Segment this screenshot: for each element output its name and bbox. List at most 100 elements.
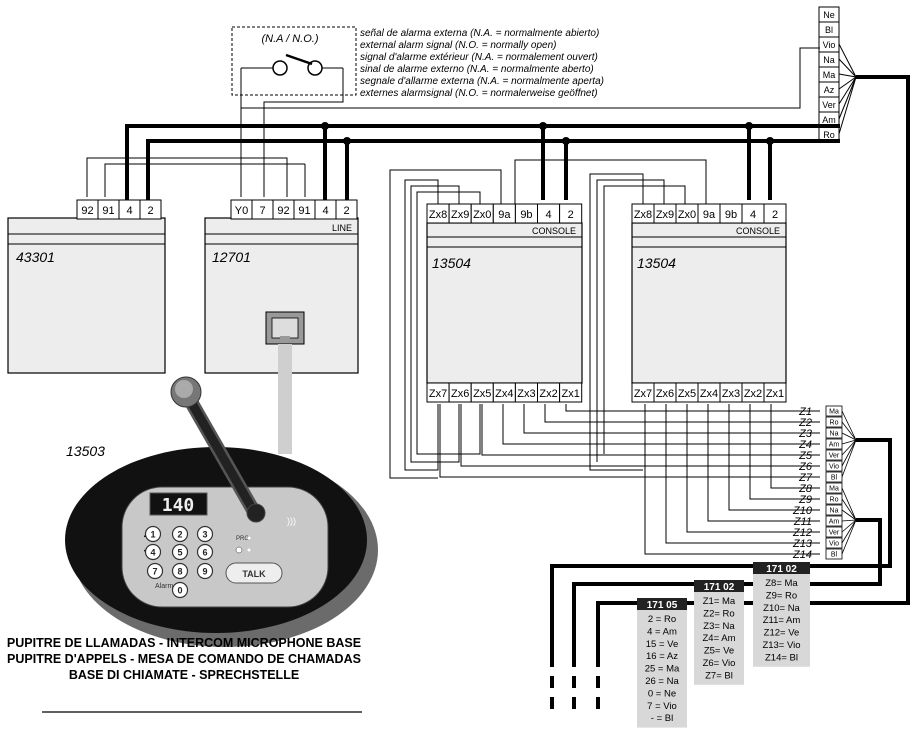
terminal-label: Zx7: [429, 388, 447, 400]
terminal-label: 9b: [725, 209, 737, 221]
cable-tag: [753, 562, 810, 574]
line-tag: LINE: [332, 223, 352, 233]
key-button[interactable]: [144, 543, 162, 561]
terminal-label: 2: [147, 205, 153, 217]
terminal: [763, 203, 787, 224]
terminal-label: 92: [277, 205, 289, 217]
cable-list-item: 25 = Ma: [645, 664, 680, 675]
terminal-label: Zx0: [473, 209, 491, 221]
zone-color-label: Vio: [829, 541, 839, 548]
talk-button[interactable]: [225, 562, 283, 584]
terminal-label: Zx1: [561, 388, 579, 400]
terminal: [335, 199, 358, 220]
key-label: 7: [152, 567, 157, 577]
zone-label: Z10: [792, 505, 813, 517]
cable-list-item: 16 = Az: [646, 651, 678, 662]
cable-list-item: 15 = Ve: [646, 639, 679, 650]
zone-color-label: Na: [830, 508, 839, 515]
zone-color-label: Ma: [829, 486, 839, 493]
caption-line: PUPITRE D'APPELS - MESA DE COMANDO DE CH…: [7, 652, 361, 666]
zone-color-label: Ro: [830, 497, 839, 504]
cable-tag-label: 171 02: [766, 564, 797, 575]
key-button[interactable]: [196, 525, 214, 543]
color-code-label: Az: [824, 85, 835, 95]
caption: PUPITRE DE LLAMADAS - INTERCOM MICROPHON…: [7, 636, 362, 713]
terminal-label: Zx3: [517, 388, 535, 400]
key-label: 5: [177, 548, 182, 558]
talk-label: TALK: [242, 569, 266, 579]
zone-color-label: Bl: [831, 552, 838, 559]
terminal-label: 9a: [498, 209, 511, 221]
zone-label: Z13: [792, 538, 813, 550]
terminal-label: Zx5: [678, 388, 696, 400]
key-label: 0: [177, 586, 182, 596]
key-label: 6: [202, 548, 207, 558]
cable-list-bg: [694, 592, 744, 685]
cable-list-item: 4 = Am: [647, 626, 677, 637]
key-button[interactable]: [144, 525, 162, 543]
cable-list-bg: [753, 574, 810, 667]
microphone-icon: [170, 376, 266, 523]
cable-list-item: Z6= Vio: [703, 658, 736, 669]
terminal-label: 4: [126, 205, 132, 217]
terminal-label: Zx4: [700, 388, 718, 400]
key-label: 2: [177, 530, 182, 540]
zone-label: Z14: [792, 549, 812, 561]
terminal-label: Zx3: [722, 388, 740, 400]
terminal-label: Zx6: [451, 388, 469, 400]
key-button[interactable]: [196, 543, 214, 561]
indicator-icon: [235, 546, 243, 554]
terminal-label: Zx4: [495, 388, 513, 400]
terminal-label: Zx5: [473, 388, 491, 400]
key-button[interactable]: [171, 543, 189, 561]
key-label: 1: [150, 530, 155, 540]
zone-label: Z8: [798, 483, 813, 495]
color-code-label: Bl: [825, 25, 833, 35]
console-model: 13503: [66, 443, 105, 459]
rj45-port-icon: [265, 311, 305, 345]
terminal: [763, 382, 787, 403]
key-button[interactable]: [171, 562, 189, 580]
terminal-label: Zx9: [451, 209, 469, 221]
cable-list-item: Z11= Am: [763, 615, 801, 626]
alarm-note-de: externes alarmsignal (N.O. = normalerwei…: [360, 88, 598, 99]
key-button[interactable]: [146, 562, 164, 580]
color-code-label: Am: [822, 115, 836, 125]
alarm-note-fr: signal d'alarme extérieur (N.A. = normal…: [360, 52, 598, 63]
module-name: 13504: [637, 255, 676, 271]
console-tag: CONSOLE: [532, 226, 576, 236]
key-button[interactable]: [171, 525, 189, 543]
key-button[interactable]: [196, 562, 214, 580]
terminal-label: Zx0: [678, 209, 696, 221]
cable-list-item: 7 = Vio: [647, 701, 677, 712]
zone-color-label: Vio: [829, 464, 839, 471]
zone-color-label: Ma: [829, 409, 839, 416]
key-button[interactable]: [171, 581, 189, 599]
color-code-label: Na: [823, 55, 835, 65]
terminal-label: 2: [568, 209, 574, 221]
zone-color-label: Am: [829, 442, 840, 449]
bus-wires: [125, 75, 910, 716]
prg-label: PRG: [236, 536, 249, 542]
alarm-note-pt: sinal de alarme externo (N.A. = normalme…: [360, 64, 594, 75]
color-code-label: Ne: [823, 10, 835, 20]
alarm-notes: señal de alarma externa (N.A. = normalme…: [360, 28, 604, 99]
terminal-label: Zx8: [429, 209, 447, 221]
cable-tag-label: 171 05: [647, 600, 678, 611]
cable-list-item: Z9= Ro: [766, 590, 797, 601]
terminal-label: Zx9: [656, 209, 674, 221]
cable-list-item: Z10= Na: [763, 603, 800, 614]
cable-list-item: Z3= Na: [703, 621, 735, 632]
switch-label: (N.A / N.O.): [261, 33, 318, 45]
cable-list-item: 26 = Na: [645, 676, 679, 687]
terminal-label: Zx2: [539, 388, 557, 400]
module-name: 43301: [16, 249, 55, 265]
terminal-label: Y0: [235, 205, 248, 217]
phone-cable: [278, 344, 292, 454]
